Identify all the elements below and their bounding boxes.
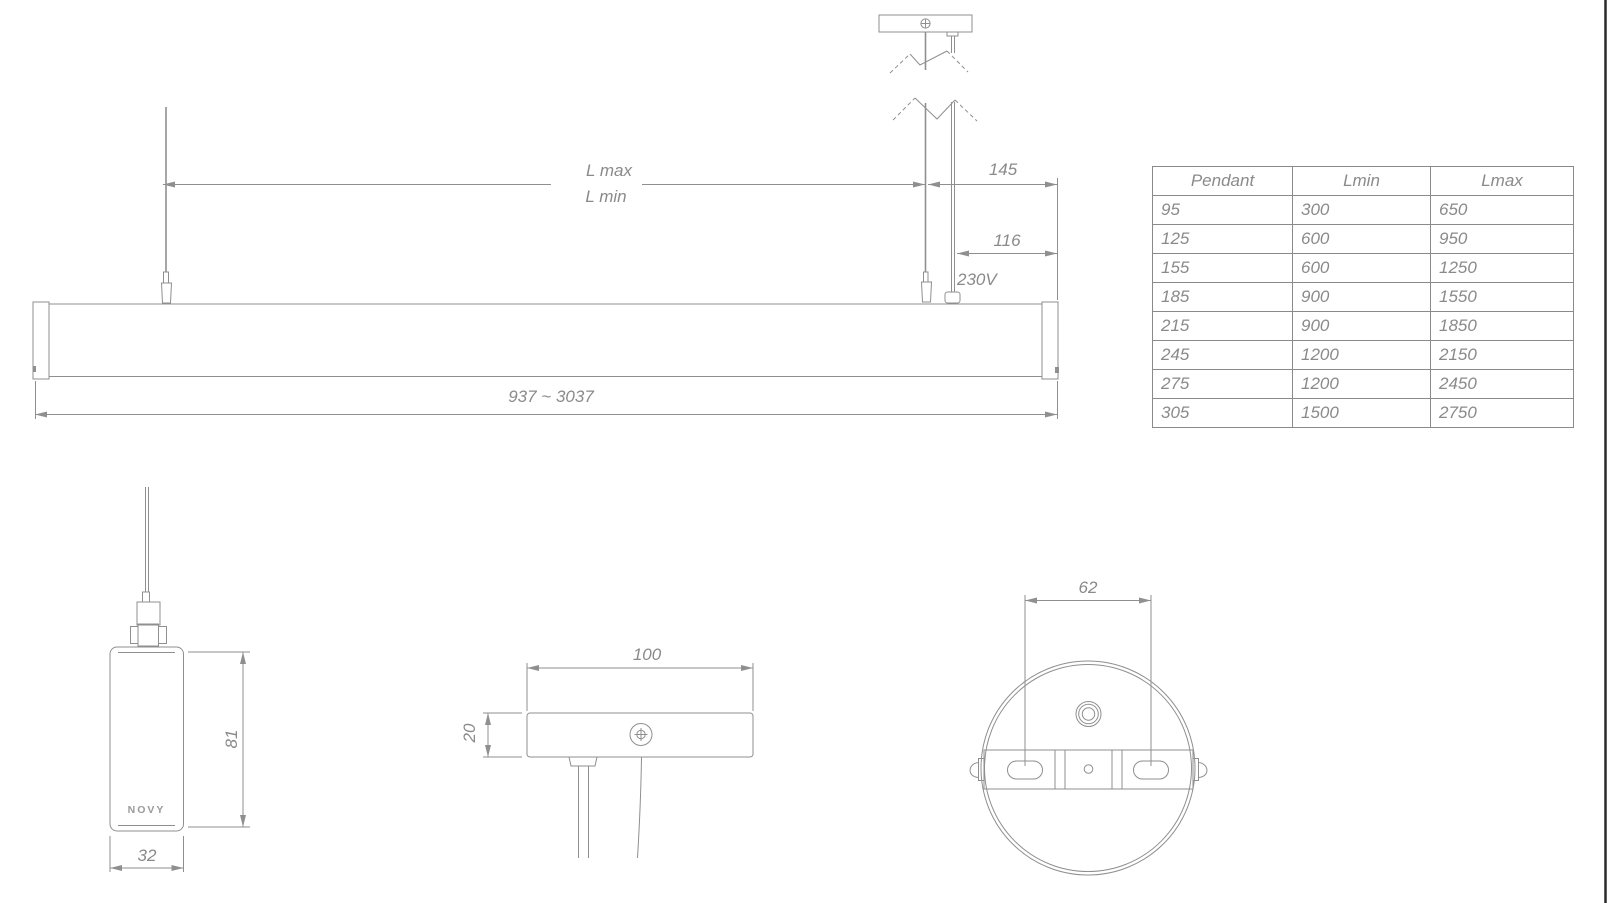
- cable-plug: [136, 601, 161, 626]
- table-row: 275 1200 2450: [1152, 369, 1574, 399]
- dim-label-overall-length: 937 ~ 3037: [508, 387, 594, 406]
- cable-grommet: [944, 291, 961, 304]
- side-screw-left: [969, 758, 985, 781]
- wire-grip-left: [160, 282, 173, 304]
- dim-label-20: 20: [460, 723, 479, 743]
- mount-collar: [137, 623, 159, 647]
- table-row: 95 300 650: [1152, 195, 1574, 225]
- wire-grip-right: [920, 281, 933, 303]
- cable-stem: [142, 591, 150, 603]
- center-hole: [1083, 764, 1094, 774]
- dim-label-145: 145: [988, 160, 1018, 179]
- table-row: 305 1500 2750: [1152, 398, 1574, 428]
- side-screw-right: [1192, 758, 1208, 781]
- table-row: 155 600 1250: [1152, 253, 1574, 283]
- screw-icon: [920, 18, 931, 29]
- table-row: 245 1200 2150: [1152, 340, 1574, 370]
- wire-grip-stem-right: [923, 271, 929, 283]
- luminaire-body: [48, 303, 1043, 377]
- canopy-circle-outer: [980, 660, 1196, 876]
- table-row: 215 900 1850: [1152, 311, 1574, 341]
- table-row: 125 600 950: [1152, 224, 1574, 254]
- wire-exit-collar: [568, 756, 598, 767]
- canopy-circle-inner: [984, 664, 1192, 872]
- suspension-side-view: [32, 14, 1059, 419]
- dim-label-100: 100: [632, 645, 662, 664]
- mounting-bracket: [983, 749, 1194, 790]
- profile-body: [109, 646, 184, 832]
- canopy-outline: [526, 712, 754, 758]
- break-symbol-upper: [889, 50, 969, 74]
- mounting-slot-left: [1007, 760, 1043, 780]
- col-header-lmax: Lmax: [1430, 166, 1574, 196]
- col-header-lmin: Lmin: [1292, 166, 1431, 196]
- screw-icon: [629, 723, 653, 746]
- dim-label-lmin: L min: [585, 187, 627, 206]
- break-symbol-lower: [892, 97, 978, 122]
- dim-label-32: 32: [137, 846, 157, 865]
- table-header-row: Pendant Lmin Lmax: [1152, 166, 1574, 196]
- canopy-side-view: [483, 663, 754, 859]
- col-header-pendant: Pendant: [1152, 166, 1293, 196]
- dim-label-lmax: L max: [586, 161, 632, 180]
- mounting-slot-right: [1133, 760, 1169, 780]
- canopy-plan-view: [969, 595, 1208, 876]
- dim-label-62: 62: [1078, 578, 1098, 597]
- cable-gland-rings: [1075, 701, 1102, 727]
- end-profile-view: [109, 487, 250, 872]
- brand-logo: NOVY: [127, 804, 166, 816]
- table-row: 185 900 1550: [1152, 282, 1574, 312]
- wire-grip-stem-left: [163, 271, 169, 284]
- mains-cable: [637, 756, 642, 859]
- cable-tab: [946, 31, 959, 37]
- dim-label-116: 116: [993, 231, 1021, 250]
- dim-label-81: 81: [222, 729, 241, 749]
- pendant-table: Pendant Lmin Lmax 95 300 650 125 600 950…: [1152, 166, 1574, 428]
- voltage-label: 230V: [957, 270, 997, 289]
